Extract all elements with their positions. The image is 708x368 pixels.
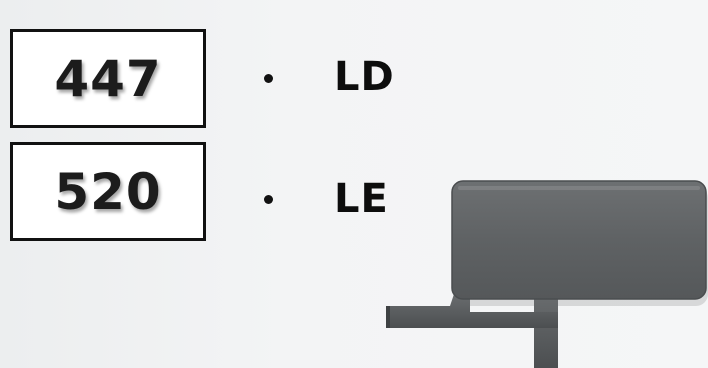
part-code: 447	[54, 50, 161, 108]
bullet-icon	[264, 74, 273, 83]
side-label: LD	[334, 54, 395, 100]
code-box-520: 520	[10, 142, 206, 241]
part-code: 520	[54, 163, 161, 221]
mudguard-flap-image	[380, 176, 708, 368]
bullet-icon	[264, 195, 273, 204]
code-box-447: 447	[10, 29, 206, 128]
